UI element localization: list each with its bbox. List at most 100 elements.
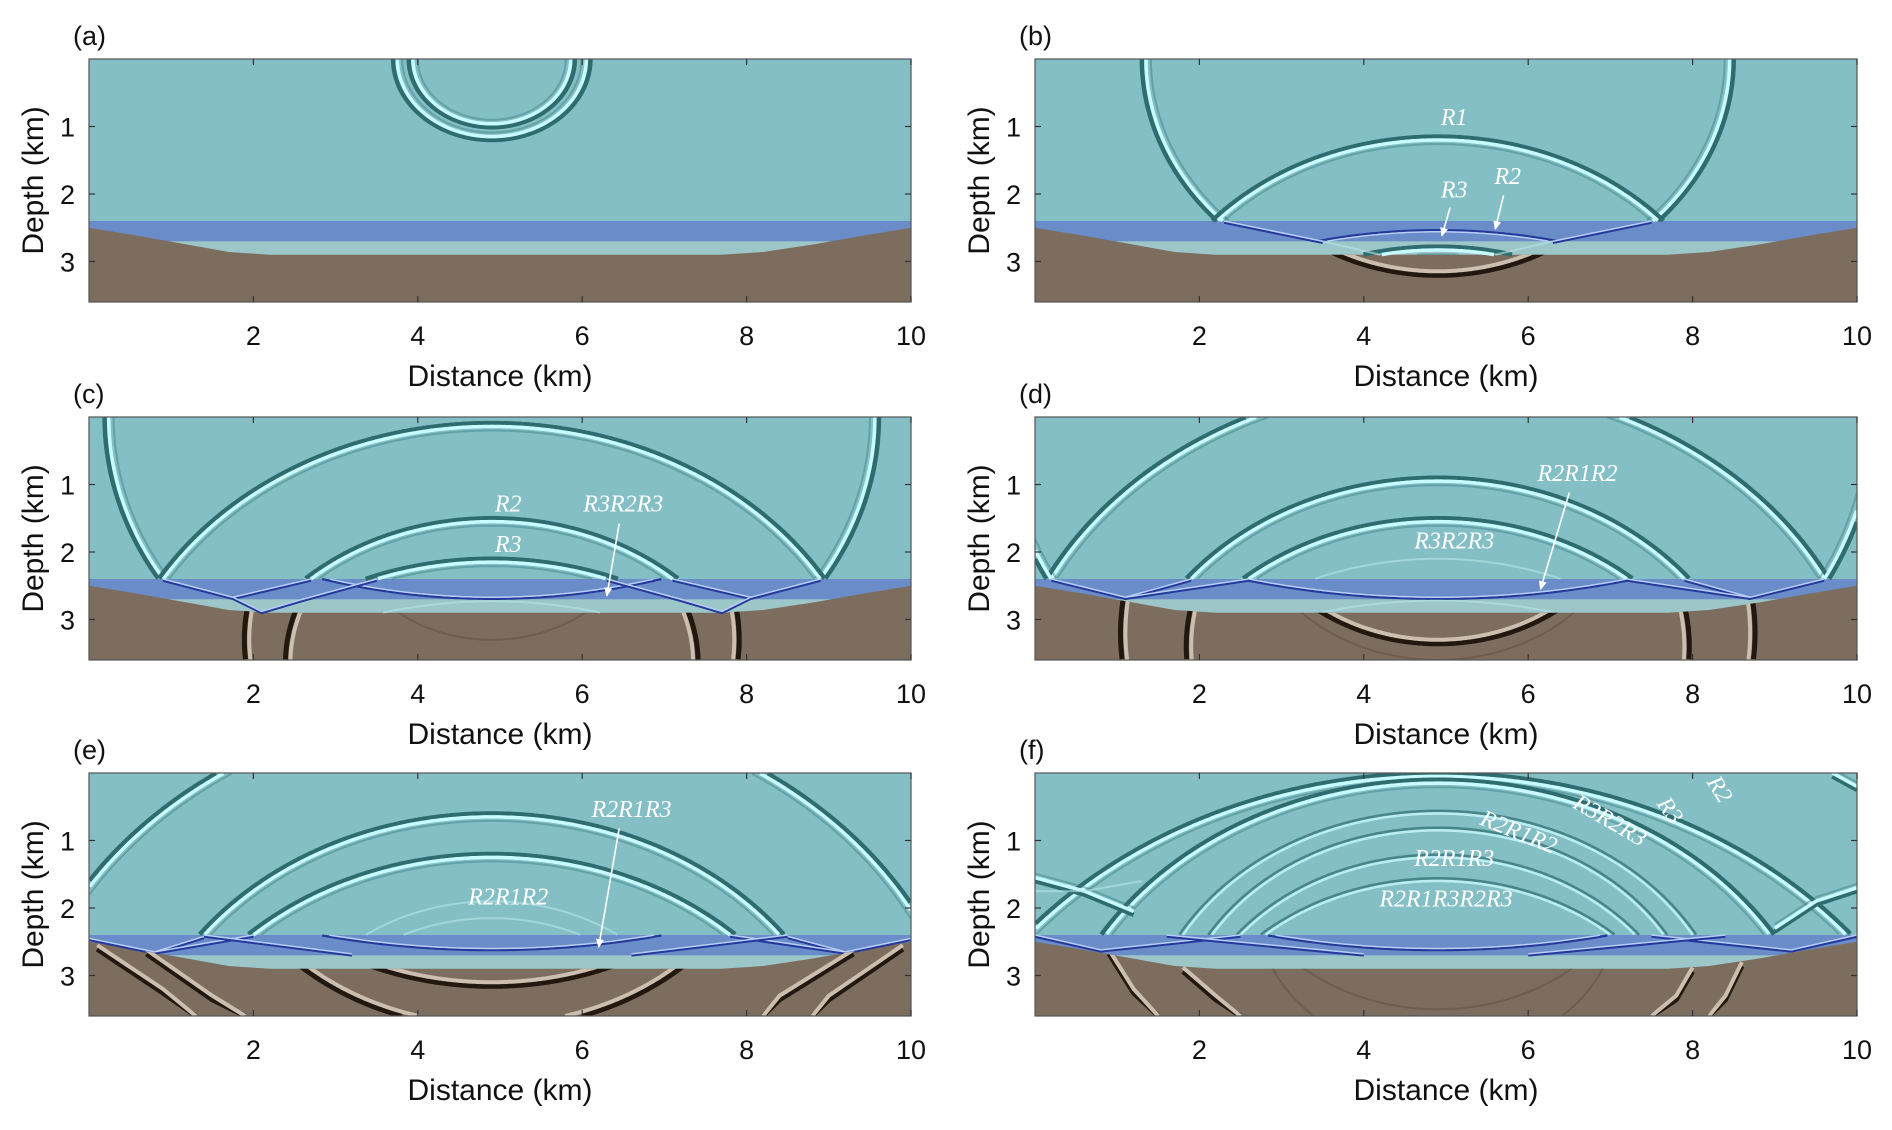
wavefront (1210, 134, 1665, 223)
reflection-label: R2R1R3 (591, 797, 672, 823)
axes-frame (88, 416, 912, 661)
x-tick-label: 6 (1521, 321, 1536, 351)
wavefront (403, 917, 581, 936)
basement (1035, 941, 1857, 1016)
x-axis-label: Distance (km) (407, 360, 592, 393)
wavefront (365, 900, 618, 936)
y-tick-label: 1 (60, 827, 75, 857)
panel-label: (e) (73, 735, 106, 765)
wavefront (1317, 229, 1559, 243)
wavefront-segment (810, 943, 905, 1016)
thin-layer (89, 935, 911, 956)
wavefront-segment (232, 578, 377, 615)
wavefront-segment (761, 948, 855, 1016)
x-tick-label: 4 (1356, 1035, 1371, 1065)
x-tick-label: 10 (1842, 679, 1872, 709)
x-axis-label: Distance (km) (1353, 718, 1538, 751)
basement (1035, 585, 1857, 660)
wavefront (102, 417, 882, 580)
reflection-label: R2R1R3 (1413, 846, 1494, 872)
wavefront-segment (1626, 578, 1751, 601)
wavefront-segment (1223, 220, 1323, 245)
reflection-label: R3 (494, 532, 522, 558)
x-tick-label: 4 (410, 1035, 425, 1065)
wavefront-segment (1773, 882, 1857, 934)
y-tick-label: 3 (60, 606, 75, 636)
axes-frame (88, 772, 912, 1017)
wavefront (1269, 941, 1606, 1011)
panel-label: (d) (1019, 379, 1052, 409)
wavefront-segment (1181, 965, 1242, 1016)
y-axis-label: Depth (km) (17, 106, 50, 254)
wavefront (1241, 516, 1634, 581)
x-tick-label: 8 (739, 321, 754, 351)
y-tick-label: 3 (1006, 606, 1021, 636)
wavefront-segment (1831, 773, 1857, 792)
wavefront (1268, 934, 1608, 952)
y-tick-label: 3 (60, 248, 75, 278)
wavefront-segment (203, 934, 353, 957)
annotation-arrow (596, 828, 620, 949)
x-tick-label: 10 (1842, 321, 1872, 351)
x-tick-label: 4 (1356, 679, 1371, 709)
x-tick-label: 2 (1192, 1035, 1207, 1065)
x-tick-label: 2 (246, 679, 261, 709)
wavefront (247, 851, 737, 937)
basement (1035, 227, 1857, 302)
x-tick-label: 6 (575, 679, 590, 709)
annotation-arrow (1538, 492, 1571, 591)
wavefront-segment (145, 948, 247, 1016)
annotation-arrow (604, 523, 620, 597)
wavefront (1243, 578, 1633, 600)
x-tick-label: 2 (1192, 679, 1207, 709)
wavefield-image (1035, 417, 1857, 660)
x-tick-label: 8 (1685, 1035, 1700, 1065)
y-axis-label: Depth (km) (17, 464, 50, 612)
x-tick-label: 2 (246, 321, 261, 351)
wavefront (1139, 59, 1736, 223)
wavefield-image (1035, 773, 1857, 1016)
wavefield-image (89, 773, 911, 1016)
x-tick-label: 10 (1842, 1035, 1872, 1065)
wavefront (1314, 557, 1561, 580)
wavefront-segment (1495, 240, 1554, 256)
wavefield-image (1035, 59, 1857, 302)
wavefront-segment (1035, 934, 1102, 953)
wavefront-segment (1707, 961, 1745, 1016)
x-tick-label: 8 (1685, 679, 1700, 709)
y-tick-label: 2 (1006, 180, 1021, 210)
y-axis-label: Depth (km) (963, 106, 996, 254)
y-tick-label: 2 (1006, 894, 1021, 924)
x-tick-label: 2 (1192, 321, 1207, 351)
x-tick-label: 8 (1685, 321, 1700, 351)
y-axis-label: Depth (km) (17, 820, 50, 968)
y-tick-label: 1 (60, 113, 75, 143)
wavefront (1045, 417, 1831, 579)
wavefront (1235, 853, 1641, 936)
y-tick-label: 1 (60, 471, 75, 501)
wavefront (304, 516, 680, 581)
x-tick-label: 6 (575, 1035, 590, 1065)
panel-label: (c) (73, 379, 104, 409)
reflection-label: R3R2R3 (1413, 529, 1494, 555)
thin-layer (1035, 935, 1857, 956)
annotation-arrow (1440, 207, 1451, 237)
wavefront (365, 585, 619, 641)
panel-label: (b) (1019, 21, 1052, 51)
panel-label: (a) (73, 21, 106, 51)
y-axis-label: Depth (km) (963, 820, 996, 968)
wavefront-segment (1106, 948, 1161, 1016)
y-tick-label: 1 (1006, 827, 1021, 857)
wavefront-segment (606, 578, 752, 615)
annotation-arrow (1493, 195, 1505, 231)
wavefront (1273, 585, 1602, 660)
wavefront-segment (1552, 220, 1652, 245)
wavefront (89, 773, 911, 919)
wavefront (1178, 809, 1698, 936)
x-axis-label: Distance (km) (1353, 1074, 1538, 1107)
basement (89, 585, 911, 660)
x-tick-label: 8 (739, 679, 754, 709)
